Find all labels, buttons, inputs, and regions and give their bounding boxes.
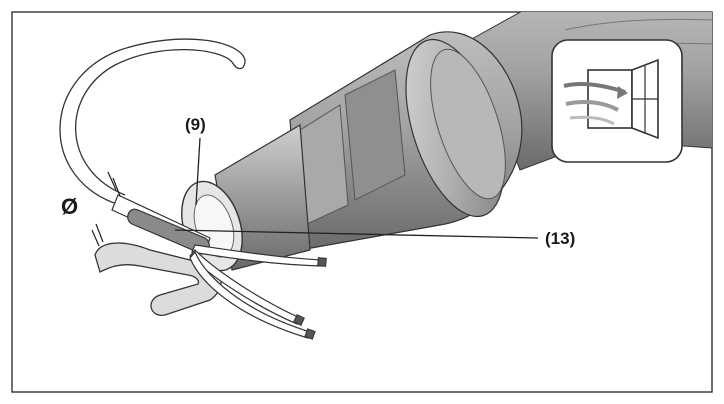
diameter-dimension — [91, 171, 121, 247]
cable-arc — [59, 38, 246, 206]
callout-label-13: (13) — [545, 229, 576, 248]
open-window-ventilation-icon — [551, 39, 683, 163]
leader-line-9 — [195, 137, 201, 206]
housing-ring-inner — [430, 48, 506, 200]
wire-ends — [293, 257, 327, 340]
leader-line-13 — [174, 229, 539, 239]
reflector-nozzle — [94, 242, 222, 316]
housing-facets — [299, 69, 406, 226]
diameter-symbol-label: Ø — [61, 194, 79, 219]
callout-label-9: (9) — [185, 115, 206, 134]
